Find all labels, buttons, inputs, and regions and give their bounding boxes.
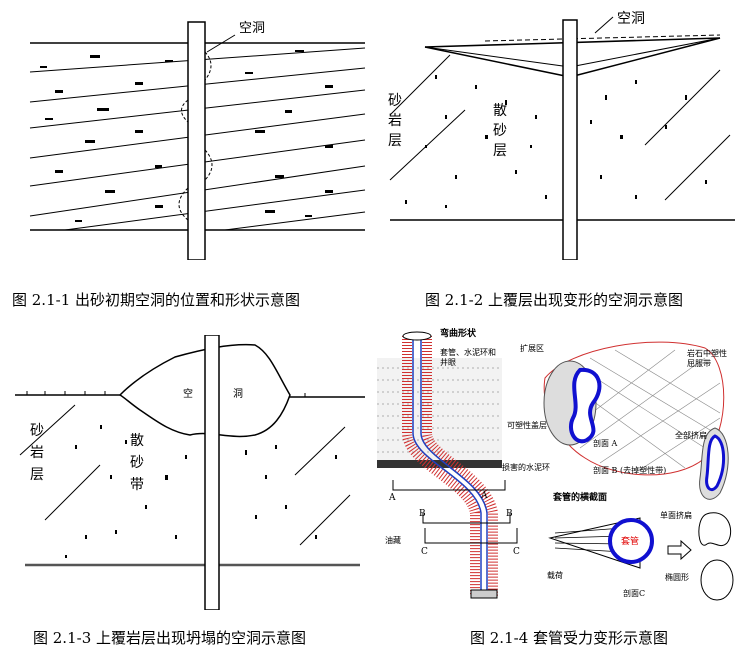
fully-squeezed-label: 全部挤扁: [675, 430, 707, 440]
rock-plastic-label-2: 屈服带: [687, 359, 711, 368]
damaged-cement-label: 损害的水泥环: [502, 462, 550, 472]
section-b-label: 剖面 B (去掉塑性带): [593, 465, 666, 475]
figure-4-caption: 图 2.1-4 套管受力变形示意图: [470, 629, 669, 647]
bend-shape-label: 弯曲形状: [440, 328, 477, 339]
loose-sand-3: 层: [493, 143, 507, 159]
figure-3-caption: 图 2.1-3 上覆岩层出现坍塌的空洞示意图: [33, 629, 307, 647]
loose-sand-2: 砂: [130, 455, 144, 471]
sand-rock-1: 砂: [388, 93, 402, 109]
casing-section-label: 套管的横截面: [553, 491, 607, 503]
sand-rock-3: 层: [30, 467, 44, 483]
marker-a-right: A: [480, 491, 488, 501]
figure-1-diagram: 空洞: [25, 10, 370, 260]
section-c-label: 剖面C: [623, 588, 645, 598]
sand-rock-2: 岩: [388, 113, 402, 129]
elliptical-label: 椭圆形: [665, 572, 689, 582]
rock-plastic-label: 岩石中塑性: [687, 348, 727, 358]
single-side-flat-label: 单面挤扁: [660, 510, 692, 520]
figure-1-caption: 图 2.1-1 出砂初期空洞的位置和形状示意图: [12, 291, 301, 309]
sand-rock-2: 岩: [30, 445, 44, 461]
casing-label: 套管: [621, 535, 639, 547]
loose-sand-2: 砂: [493, 123, 507, 139]
figure-4-diagram: A A B B C C 弯曲形状 套管、水泥环和 井眼 可塑性盖层 损害的水泥环…: [375, 328, 743, 613]
cavity-left: 空: [183, 387, 193, 400]
casing-cement-label: 套管、水泥环和: [440, 347, 496, 357]
expansion-zone-label: 扩展区: [520, 343, 544, 353]
plastic-cover-label: 可塑性盖层: [507, 420, 547, 430]
figure-2-diagram: 空洞 砂 岩 层 散 砂 层: [385, 5, 740, 260]
wellbore-label: 井眼: [440, 357, 456, 367]
cavity-label: 空洞: [617, 11, 645, 27]
figure-3-diagram: 空 洞 砂 岩 层 散 砂 带: [15, 335, 365, 610]
sand-rock-3: 层: [388, 133, 402, 149]
load-label: 载荷: [547, 570, 563, 580]
loose-sand-1: 散: [493, 103, 507, 119]
figure-2-caption: 图 2.1-2 上覆层出现变形的空洞示意图: [425, 291, 684, 309]
marker-c-left: C: [421, 547, 428, 557]
cavity-label: 空洞: [239, 21, 265, 36]
section-a-label: 剖面 A: [593, 438, 618, 448]
marker-c-right: C: [513, 547, 520, 557]
sand-rock-1: 砂: [30, 423, 44, 439]
marker-a-left: A: [388, 493, 396, 503]
loose-sand-3: 带: [130, 477, 144, 493]
marker-b-right: B: [506, 509, 513, 519]
cavity-right: 洞: [233, 388, 243, 400]
loose-sand-1: 散: [130, 433, 144, 449]
marker-b-left: B: [419, 509, 426, 519]
reservoir-label: 油藏: [385, 535, 401, 545]
